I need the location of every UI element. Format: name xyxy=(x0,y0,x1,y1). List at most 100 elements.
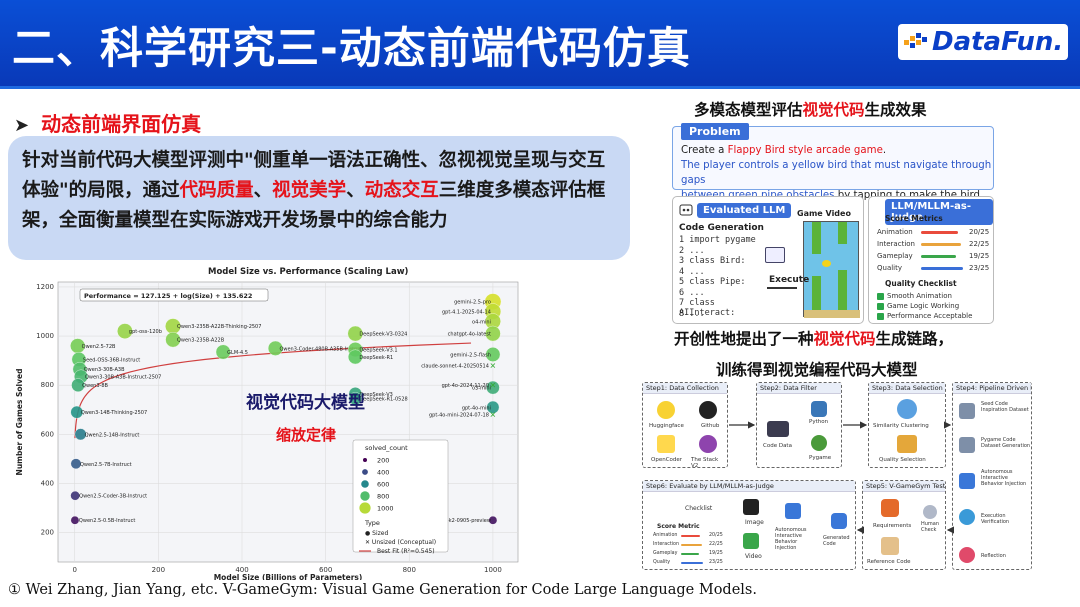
score-name: Interaction xyxy=(877,240,915,248)
x-tick-label: 800 xyxy=(403,566,416,574)
judge-panel: LLM/MLLM-as-Judge Score Metrics Quality … xyxy=(868,196,994,324)
score-metrics-title: Score Metrics xyxy=(885,214,943,223)
legend-size-label: 600 xyxy=(377,481,389,489)
pipeline-score-name: Animation xyxy=(653,533,678,538)
code-line: 1 import pygame xyxy=(679,235,756,245)
code-data-icon xyxy=(767,421,789,437)
step1-box: Step1: Data Collection Huggingface Githu… xyxy=(642,382,728,469)
logo-mark-icon xyxy=(904,33,927,48)
code-line: 3 class Bird: xyxy=(679,256,746,266)
data-point xyxy=(485,325,501,342)
data-point xyxy=(165,332,181,348)
opencoder-icon xyxy=(657,435,675,453)
huggingface-icon xyxy=(657,401,675,419)
best-fit-curve xyxy=(74,342,472,439)
pipeline-score-value: 22/25 xyxy=(709,542,723,547)
code-line: 6 ... xyxy=(679,287,705,298)
legend-type-title: Type xyxy=(364,519,380,527)
verification-icon xyxy=(959,509,975,525)
y-tick-label: 600 xyxy=(41,430,54,438)
data-point xyxy=(486,380,500,395)
judge-tag: LLM/MLLM-as-Judge xyxy=(885,199,993,225)
equation-text: Performance = 127.125 + log(Size) + 135.… xyxy=(84,292,252,300)
code-line: 4 ... xyxy=(679,266,705,277)
data-point xyxy=(74,428,87,441)
point-label: Qwen3-30B-A3B-Instruct-2507 xyxy=(85,375,161,381)
title-bar: 二、科学研究三-动态前端代码仿真 DataFun. xyxy=(0,0,1080,86)
score-bar xyxy=(921,243,962,246)
data-point xyxy=(488,515,498,525)
x-tick-label: 400 xyxy=(235,566,248,574)
point-label: Qwen2.5-72B xyxy=(82,344,116,350)
evaluated-llm-panel: Evaluated LLM Code Generation 1 import p… xyxy=(672,196,864,324)
pipeline-score-value: 20/25 xyxy=(709,533,723,538)
point-label: gpt-4o-2024-11-20 xyxy=(442,383,489,389)
code-line: 2 ... xyxy=(679,245,705,256)
github-icon xyxy=(699,401,717,419)
unsized-marker: ✕ xyxy=(490,411,497,420)
pygame-dataset-icon xyxy=(959,437,975,453)
y-tick-label: 800 xyxy=(41,381,54,389)
score-bar xyxy=(921,267,964,270)
legend-fit-label: Best Fit (R²=0.545) xyxy=(377,548,435,555)
summary-callout: 针对当前代码大模型评测中"侧重单一语法正确性、忽视视觉呈现与交互体验"的局限，通… xyxy=(8,136,630,260)
download-icon xyxy=(785,503,801,519)
generated-code-icon xyxy=(831,513,847,529)
stack-v2-icon xyxy=(699,435,717,453)
score-value: 23/25 xyxy=(969,264,990,272)
pipeline-score-bar xyxy=(681,562,704,564)
pipeline-arrows xyxy=(729,421,954,534)
checklist-item: Smooth Animation xyxy=(887,292,952,300)
point-label: DeepSeek-V3.1 xyxy=(359,348,397,354)
pipeline-diagram: Step1: Data Collection Huggingface Githu… xyxy=(640,380,1035,572)
pipeline-score-name: Interaction xyxy=(653,542,680,547)
legend-size-label: 800 xyxy=(377,493,389,501)
x-tick-label: 200 xyxy=(152,566,165,574)
injection-icon xyxy=(959,473,975,489)
point-label: claude-sonnet-4-20250514 xyxy=(421,364,489,370)
problem-tag: Problem xyxy=(681,123,749,140)
evaluated-llm-tag: Evaluated LLM xyxy=(697,203,792,218)
check-icon xyxy=(877,313,884,320)
pygame-icon xyxy=(811,435,827,451)
y-tick-label: 1000 xyxy=(36,332,54,340)
point-label: gpt-oss-120b xyxy=(129,329,162,335)
summary-text: 针对当前代码大模型评测中"侧重单一语法正确性、忽视视觉呈现与交互体验"的局限，通… xyxy=(22,150,606,231)
data-point xyxy=(70,490,80,501)
point-label: chatgpt-4o-latest xyxy=(448,332,491,338)
point-label: o4-mini xyxy=(472,319,491,325)
check-icon xyxy=(877,293,884,300)
point-label: Qwen3-235B-A22B-Thinking-2507 xyxy=(177,324,261,330)
step4-box: Step4: Pipeline Driven by LLM Seed Code … xyxy=(952,382,1032,570)
pipeline-score-name: Quality xyxy=(653,560,671,565)
point-label: gpt-4o-mini-2024-07-18 xyxy=(429,413,489,419)
point-label: Qwen3-14B-Thinking-2507 xyxy=(81,410,147,416)
checklist-item: Performance Acceptable xyxy=(887,312,973,320)
score-name: Quality xyxy=(877,264,903,272)
unsized-marker: ✕ xyxy=(490,362,497,371)
problem-box: Problem Create a Flappy Bird style arcad… xyxy=(672,123,994,216)
chart-title: Model Size vs. Performance (Scaling Law) xyxy=(208,267,409,277)
x-tick-label: 600 xyxy=(319,566,332,574)
bullet-text: 动态前端界面仿真 xyxy=(41,112,202,136)
point-label: gemini-2.5-pro xyxy=(454,300,491,306)
point-label: Seed-OSS-36B-Instruct xyxy=(83,357,140,363)
data-point xyxy=(267,340,283,356)
y-tick-label: 200 xyxy=(41,529,54,537)
score-value: 22/25 xyxy=(969,240,990,248)
legend-box xyxy=(352,439,449,553)
score-bar xyxy=(921,231,958,234)
point-label: Qwen2.5-0.5B-Instruct xyxy=(79,518,135,524)
point-label: gpt-4.1-2025-04-14 xyxy=(442,309,491,315)
point-label: Qwen3-235B-A22B xyxy=(177,338,225,344)
equation-box xyxy=(79,288,269,302)
data-point xyxy=(70,458,82,470)
data-point xyxy=(485,347,501,362)
step6-box: Step6: Evaluate by LLM/MLLM-as-Judge Che… xyxy=(642,480,856,570)
logo-text: DataFun. xyxy=(932,27,1064,57)
x-tick-label: 0 xyxy=(72,566,76,574)
